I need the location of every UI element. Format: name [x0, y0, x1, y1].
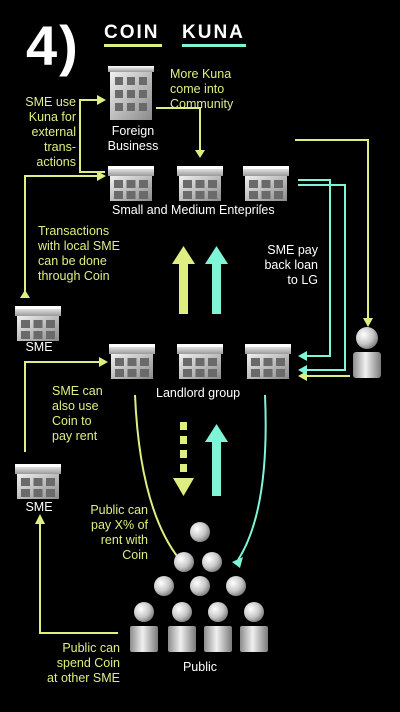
arrowhead [20, 290, 30, 298]
kuna-up-arrow-lower [205, 424, 228, 496]
legend-kuna-swatch [182, 44, 246, 47]
foreign-business-building-icon [108, 66, 154, 120]
public-label: Public [182, 660, 218, 674]
note-public-spend: Public can spend Coin at other SME [47, 641, 120, 685]
arrowhead [298, 351, 307, 361]
step-number: 4) [26, 14, 80, 77]
sme-top-label: SME [25, 340, 53, 354]
coin-link-community [156, 107, 201, 150]
landlord-shop-icon-2 [177, 344, 223, 379]
coin-link-external [79, 99, 105, 173]
legend-kuna-label: KUNA [182, 22, 245, 43]
arrowhead [195, 150, 205, 158]
kuna-link-sme-person [298, 184, 346, 371]
coin-link-public-sme [39, 522, 118, 634]
sme-shop-icon-2 [177, 166, 223, 201]
arrowhead [298, 365, 307, 375]
arrowhead [99, 357, 108, 367]
legend-coin-label: COIN [104, 22, 160, 43]
kuna-up-arrow [205, 246, 228, 314]
sme-single-shop-icon-top [15, 306, 61, 341]
coin-up-arrow [172, 246, 195, 314]
arrowhead [232, 557, 243, 568]
person-icon [353, 327, 381, 378]
note-sme-use-kuna: SME use Kuna for external trans- actions [25, 95, 76, 169]
coin-link-sme-sme [24, 361, 100, 452]
sme-shop-icon-1 [108, 166, 154, 201]
note-sme-pay-back: SME pay back loan to LG [264, 243, 318, 287]
arrowhead [97, 95, 106, 105]
sme-group-label: Small and Medium Entepriſes [112, 203, 275, 217]
arrowhead [97, 171, 106, 181]
note-transactions-local: Transactions with local SME can be done … [38, 224, 120, 283]
kuna-link-landlord-public [237, 394, 267, 561]
landlord-shop-icon-3 [245, 344, 291, 379]
landlord-shop-icon-1 [109, 344, 155, 379]
coin-link-rent-curve [134, 394, 181, 561]
sme-shop-icon-3 [243, 166, 289, 201]
landlord-group-label: Landlord group [156, 386, 241, 400]
coin-link-person [295, 139, 369, 320]
coin-link-local-sme [24, 175, 98, 295]
note-more-kuna: More Kuna come into Community [170, 67, 234, 111]
sme-bottom-label: SME [25, 500, 53, 514]
public-crowd-icon [130, 522, 268, 652]
sme-single-shop-icon-bottom [15, 464, 61, 499]
note-public-pay-rent: Public can pay X% of rent with Coin [90, 503, 148, 562]
arrowhead [35, 514, 45, 524]
note-sme-can-use-coin: SME can also use Coin to pay rent [52, 384, 103, 443]
kuna-link-sme-landlord [298, 179, 331, 357]
foreign-business-label: Foreign Business [107, 124, 159, 153]
arrowhead [363, 318, 373, 327]
coin-down-dashed-arrow [173, 422, 194, 496]
legend-coin-swatch [104, 44, 162, 47]
